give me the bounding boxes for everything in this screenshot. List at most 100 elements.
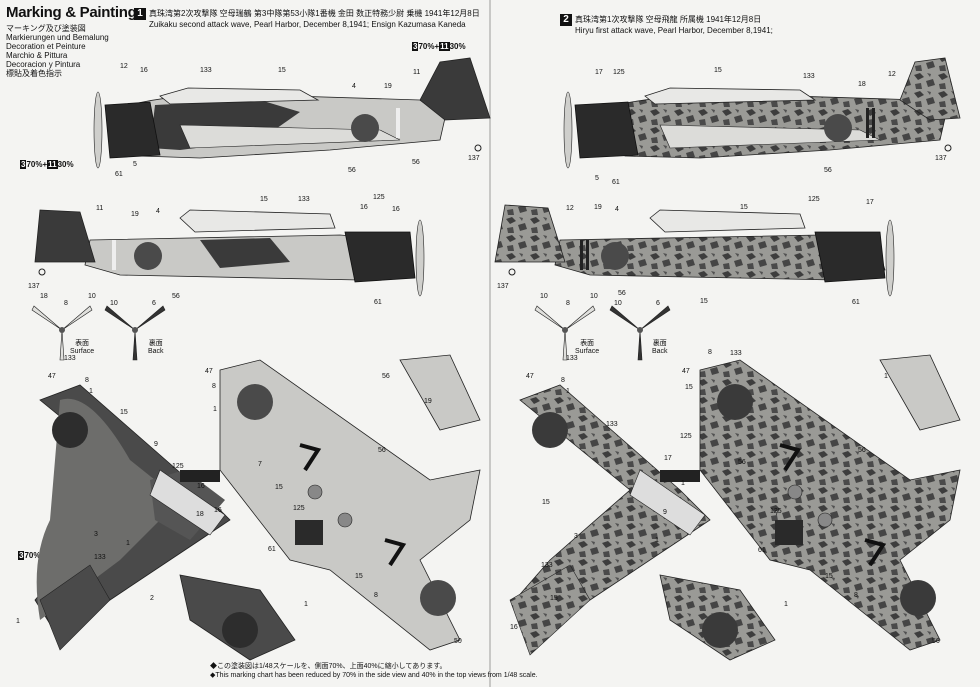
callout-number: 15 xyxy=(700,298,708,305)
callout-number: 125 xyxy=(680,433,692,440)
callout-number: 1 xyxy=(213,406,217,413)
callout-number: 15 xyxy=(278,67,286,74)
callout-number: 6 xyxy=(152,300,156,307)
callout-number: 10 xyxy=(88,293,96,300)
callout-number: 16 xyxy=(510,624,518,631)
callout-number: 133 xyxy=(200,67,212,74)
callout-number: 7 xyxy=(775,510,779,517)
callout-number: 1 xyxy=(784,601,788,608)
s2-top-view-upper xyxy=(509,384,776,661)
callout-number: 16 xyxy=(214,507,222,514)
callout-number: 15 xyxy=(685,384,693,391)
callout-number: 1 xyxy=(304,601,308,608)
callout-number: 125 xyxy=(172,463,184,470)
footer-note-jp: ◆この塗装図は1/48スケールを、側面70%、上面40%に縮小してあります。 xyxy=(210,663,447,670)
callout-number: 15 xyxy=(542,499,550,506)
callout-number: 125 xyxy=(808,196,820,203)
scheme-2-title-jp: 真珠湾第1次攻撃隊 空母飛龍 所属機 1941年12月8日 xyxy=(575,15,762,25)
callout-number: 137 xyxy=(468,155,480,162)
callout-number: 133 xyxy=(541,562,553,569)
callout-number: 15 xyxy=(275,484,283,491)
callout-number: 137 xyxy=(935,155,947,162)
scheme-2-title-en: Hiryu first attack wave, Pearl Harbor, D… xyxy=(575,26,773,35)
callout-number: 137 xyxy=(497,283,509,290)
callout-number: 4 xyxy=(156,208,160,215)
callout-number: 56 xyxy=(824,167,832,174)
callout-number: 16 xyxy=(360,204,368,211)
callout-number: 12 xyxy=(120,63,128,70)
callout-number: 133 xyxy=(64,355,76,362)
callout-number: 1 xyxy=(655,537,659,544)
callout-number: 1 xyxy=(681,480,685,487)
callout-number: 17 xyxy=(866,199,874,206)
callout-number: 133 xyxy=(803,73,815,80)
scheme-2-number: 2 xyxy=(560,14,572,26)
callout-number: 1 xyxy=(566,388,570,395)
propellers-scheme-2 xyxy=(534,305,671,361)
callout-number: 61 xyxy=(115,171,123,178)
language-label-cn: 標貼及着色指示 xyxy=(6,69,62,78)
callout-number: 56 xyxy=(348,167,356,174)
callout-number: 15 xyxy=(550,595,558,602)
callout-number: 8 xyxy=(566,300,570,307)
language-label-jp: マーキング及び塗装図 xyxy=(6,24,86,33)
footer-note-en: ◆This marking chart has been reduced by … xyxy=(210,672,538,679)
callout-number: 61 xyxy=(852,299,860,306)
callout-number: 8 xyxy=(708,349,712,356)
callout-number: 47 xyxy=(205,368,213,375)
callout-number: 125 xyxy=(613,69,625,76)
callout-number: 15 xyxy=(740,204,748,211)
callout-number: 50 xyxy=(454,638,462,645)
s2-side-view-1 xyxy=(563,57,961,169)
callout-number: 8 xyxy=(561,377,565,384)
mix-ratio-label-2: 370%+1130% xyxy=(20,160,74,169)
callout-number: 125 xyxy=(373,194,385,201)
callout-number: 4 xyxy=(615,206,619,213)
callout-number: 10 xyxy=(540,293,548,300)
callout-number: 19 xyxy=(384,83,392,90)
callout-number: 8 xyxy=(64,300,68,307)
s1-top-view-lower xyxy=(219,354,481,651)
callout-number: 61 xyxy=(758,547,766,554)
callout-number: 61 xyxy=(374,299,382,306)
language-label-it: Marchio & Pittura xyxy=(6,51,68,60)
scheme-1-title-jp: 真珠湾第2次攻撃隊 空母瑞鶴 第3中隊第53小隊1番機 金田 数正特務少尉 乗機… xyxy=(149,9,480,19)
callout-number: 16 xyxy=(197,483,205,490)
language-label-fr: Decoration et Peinture xyxy=(6,42,86,51)
callout-number: 5 xyxy=(133,161,137,168)
mix-ratio-label-1: 370%+1130% xyxy=(412,42,466,51)
scheme-1-number: 1 xyxy=(134,8,146,20)
callout-number: 1 xyxy=(89,388,93,395)
s1-side-view-2 xyxy=(34,209,425,297)
callout-number: 5 xyxy=(595,175,599,182)
callout-number: 16 xyxy=(392,206,400,213)
callout-number: 8 xyxy=(374,592,378,599)
callout-number: 11 xyxy=(413,69,420,76)
callout-number: 10 xyxy=(614,300,622,307)
page-gutter xyxy=(489,0,491,687)
callout-number: 12 xyxy=(566,205,574,212)
callout-number: 15 xyxy=(260,196,268,203)
callout-number: 15 xyxy=(120,409,128,416)
s1-side-view-1 xyxy=(93,57,491,169)
scheme-1-title-en: Zuikaku second attack wave, Pearl Harbor… xyxy=(149,20,466,29)
callout-number: 8 xyxy=(85,377,89,384)
callout-number: 133 xyxy=(298,196,310,203)
callout-number: 133 xyxy=(606,421,618,428)
callout-number: 12 xyxy=(888,71,896,78)
callout-number: 19 xyxy=(594,204,602,211)
callout-number: 10 xyxy=(110,300,118,307)
callout-number: 3 xyxy=(94,531,98,538)
language-label-de: Markierungen und Bemalung xyxy=(6,33,109,42)
callout-number: 137 xyxy=(28,283,40,290)
callout-number: 18 xyxy=(858,81,866,88)
